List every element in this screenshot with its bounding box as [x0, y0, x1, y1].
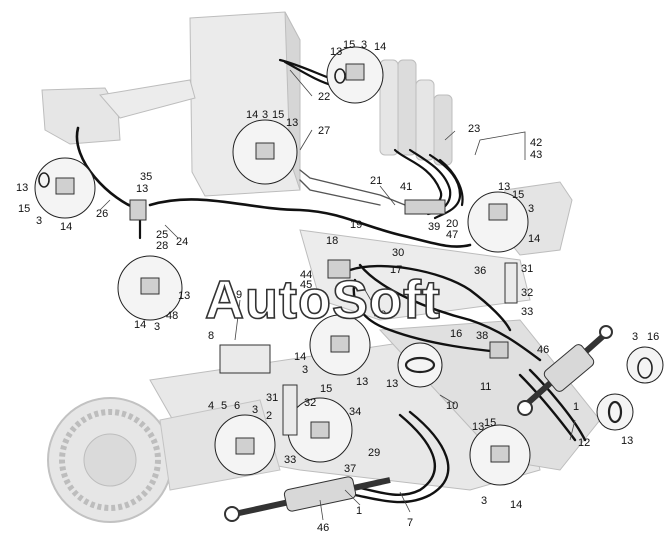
hydraulic-hoses: [75, 58, 587, 504]
callout-71: 12: [578, 437, 590, 449]
callout-31: 3: [36, 215, 42, 227]
callout-23: 39: [428, 221, 440, 233]
callout-30: 15: [18, 203, 30, 215]
callout-54: 38: [476, 330, 488, 342]
callout-labels: 13 15 3 14 22 27 14 3 15 13 23 42 43 21 …: [16, 39, 659, 534]
callout-36: 17: [390, 264, 402, 276]
callout-28: 24: [176, 236, 188, 248]
steering-cylinder-left: [224, 476, 391, 522]
callout-3: 3: [361, 39, 367, 51]
callout-27: 28: [156, 240, 168, 252]
callout-26: 25: [156, 229, 168, 241]
callout-16: 13: [498, 181, 510, 193]
callout-52: 13: [356, 376, 368, 388]
callout-81: 7: [407, 517, 413, 529]
fitting-sketches: [55, 63, 518, 463]
callout-5: 22: [318, 91, 330, 103]
callout-65: 4: [208, 400, 214, 412]
leader-lines: [99, 69, 576, 521]
callout-25: 13: [136, 183, 148, 195]
callout-79: 14: [510, 499, 522, 511]
callout-9: 15: [272, 109, 284, 121]
callout-72: 13: [621, 435, 633, 447]
callout-51: 3: [302, 364, 308, 376]
callout-58: 3: [632, 331, 638, 343]
callout-44: 13: [178, 290, 190, 302]
callout-61: 10: [446, 400, 458, 412]
callout-12: 42: [530, 137, 542, 149]
callout-64: 34: [349, 406, 361, 418]
callout-24: 35: [140, 171, 152, 183]
callout-48: 9: [236, 289, 242, 301]
detail-circles: [34, 46, 664, 486]
callout-14: 21: [370, 175, 382, 187]
callout-49: 8: [208, 330, 214, 342]
callout-2: 15: [343, 39, 355, 51]
callout-17: 15: [512, 189, 524, 201]
callout-57: 46: [537, 344, 549, 356]
callout-56: 11: [480, 381, 491, 393]
callout-80: 1: [356, 505, 362, 517]
watermark-text: AutoSoft: [205, 270, 441, 330]
callout-74: 29: [368, 447, 380, 459]
callout-8: 3: [262, 109, 268, 121]
callout-68: 3: [252, 404, 258, 416]
callout-41: 44: [300, 269, 312, 281]
callout-55: 13: [386, 378, 398, 390]
callout-46: 48: [166, 310, 178, 322]
callout-42: 45: [300, 279, 312, 291]
callout-35: 30: [392, 247, 404, 259]
callout-20: 19: [350, 219, 362, 231]
callout-47: 3: [154, 321, 160, 333]
callout-38: 31: [521, 263, 533, 275]
callout-34: 18: [326, 235, 338, 247]
callout-15: 41: [400, 181, 412, 193]
callout-45: 14: [134, 319, 146, 331]
callout-13: 43: [530, 149, 542, 161]
callout-7: 14: [246, 109, 258, 121]
callout-60: 15: [320, 383, 332, 395]
callout-66: 5: [221, 400, 227, 412]
callout-73: 33: [284, 454, 296, 466]
callout-40: 33: [521, 306, 533, 318]
callout-4: 14: [374, 41, 386, 53]
callout-78: 3: [481, 495, 487, 507]
callout-1: 13: [330, 46, 342, 58]
callout-22: 47: [446, 229, 458, 241]
callout-11: 23: [468, 123, 480, 135]
callout-67: 6: [234, 400, 240, 412]
callout-39: 32: [521, 287, 533, 299]
callout-82: 46: [317, 522, 329, 534]
callout-33: 26: [96, 208, 108, 220]
callout-50: 14: [294, 351, 306, 363]
callout-75: 37: [344, 463, 356, 475]
callout-77: 15: [484, 417, 496, 429]
callout-32: 14: [60, 221, 72, 233]
callout-69: 2: [266, 410, 272, 422]
callout-10: 13: [286, 117, 298, 129]
callout-59: 16: [647, 331, 659, 343]
callout-19: 14: [528, 233, 540, 245]
callout-37: 36: [474, 265, 486, 277]
callout-43: 40: [374, 309, 386, 321]
callout-63: 32: [304, 397, 316, 409]
o-ring-seals: [38, 68, 653, 424]
callout-29: 13: [16, 182, 28, 194]
callout-21: 20: [446, 218, 458, 230]
callout-53: 16: [450, 328, 462, 340]
callout-62: 31: [266, 392, 278, 404]
callout-70: 1: [573, 401, 579, 413]
callout-6: 27: [318, 125, 330, 137]
steering-cylinder-right: [517, 325, 613, 416]
callout-18: 3: [528, 203, 534, 215]
callout-76: 13: [472, 421, 484, 433]
